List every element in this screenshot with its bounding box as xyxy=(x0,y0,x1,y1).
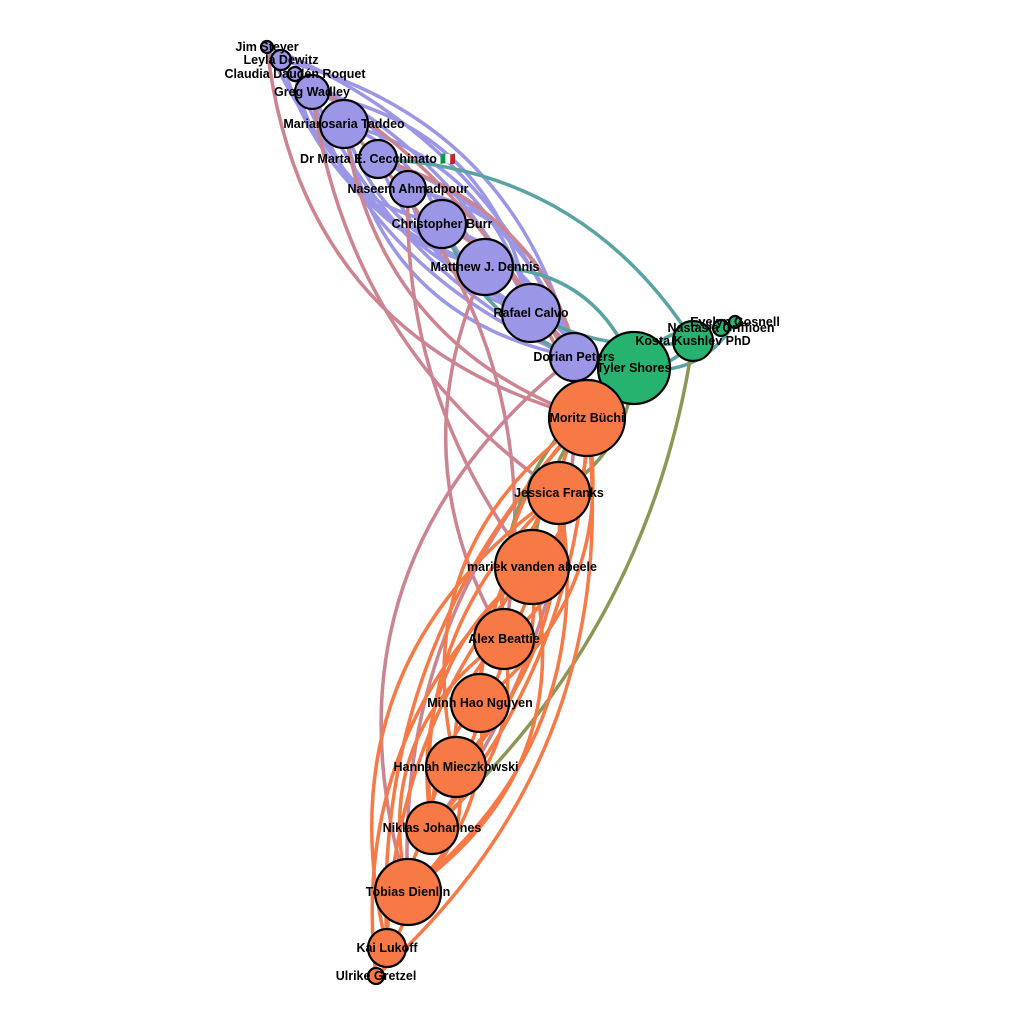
node-label-matthew: Matthew J. Dennis xyxy=(430,260,539,274)
node-alex[interactable] xyxy=(472,607,536,671)
node-label-naseem: Naseem Ahmadpour xyxy=(347,182,468,196)
edge-kostadin-niklas xyxy=(430,339,695,830)
node-minh[interactable] xyxy=(449,672,511,734)
node-label-mariek: mariek vanden abeele xyxy=(467,560,597,574)
node-mariarosaria[interactable] xyxy=(318,98,370,150)
edge-greg-jessica xyxy=(310,90,561,495)
node-layer xyxy=(259,39,743,986)
node-evelyn[interactable] xyxy=(727,314,743,330)
edge-mariek-ulrike xyxy=(370,565,534,978)
node-label-marta: Dr Marta E. Cecchinato 🇮🇹 xyxy=(300,152,456,166)
node-label-hannah: Hannah Mieczkowski xyxy=(393,760,518,774)
edge-mariek-tobias xyxy=(406,565,545,894)
node-label-jessica: Jessica Franks xyxy=(514,486,604,500)
edge-mariarosaria-rafael xyxy=(342,122,533,315)
node-label-ulrike: Ulrike Gretzel xyxy=(336,969,417,983)
node-label-niklas: Niklas Johannes xyxy=(383,821,482,835)
edge-mariarosaria-dorian xyxy=(342,122,576,359)
node-naseem[interactable] xyxy=(388,169,428,209)
node-label-leyla: Leyla Dewitz xyxy=(243,53,318,67)
node-jessica[interactable] xyxy=(526,460,592,526)
edge-layer xyxy=(265,45,737,978)
node-label-minh: Minh Hao Nguyen xyxy=(427,696,533,710)
edge-moritz-ulrike xyxy=(374,416,595,978)
node-mariek[interactable] xyxy=(493,528,571,606)
node-christopher[interactable] xyxy=(416,198,468,250)
node-rafael[interactable] xyxy=(500,282,562,344)
node-label-tobias: Tobias Dienlin xyxy=(366,885,451,899)
node-kai[interactable] xyxy=(366,927,408,969)
node-leyla[interactable] xyxy=(269,48,293,72)
node-label-alex: Alex Beattie xyxy=(468,632,540,646)
node-jim[interactable] xyxy=(259,39,275,55)
node-matthew[interactable] xyxy=(455,237,515,297)
node-label-evelyn: Evelyn Gosnell xyxy=(690,315,780,329)
node-label-kai: Kai Lukoff xyxy=(356,941,418,955)
node-kostadin[interactable] xyxy=(671,319,715,363)
node-nastasia[interactable] xyxy=(711,318,731,338)
edge-dorian-tobias xyxy=(379,355,576,894)
edge-marta-kostadin xyxy=(376,157,695,343)
node-greg[interactable] xyxy=(293,73,331,111)
node-label-moritz: Moritz Büchi xyxy=(550,411,625,425)
edge-alex-tobias xyxy=(397,637,506,894)
node-claudia[interactable] xyxy=(286,65,304,83)
edge-jim-moritz xyxy=(265,45,589,420)
node-tobias[interactable] xyxy=(373,857,443,927)
node-label-nastasia: Nastasia Griffioen xyxy=(668,321,775,335)
node-label-mariarosaria: Mariarosaria Taddeo xyxy=(283,117,405,131)
node-label-tyler: Tyler Shores xyxy=(597,361,672,375)
node-label-dorian: Dorian Peters xyxy=(533,350,614,364)
node-label-christopher: Christopher Burr xyxy=(392,217,493,231)
node-marta[interactable] xyxy=(357,138,399,180)
node-label-jim: Jim Steyer xyxy=(235,40,298,54)
node-hannah[interactable] xyxy=(424,735,488,799)
node-moritz[interactable] xyxy=(547,378,627,458)
node-tyler[interactable] xyxy=(596,330,672,406)
node-label-claudia: Claudia Daudén Roquet xyxy=(225,67,367,81)
node-label-kostadin: Kosta Kushlev PhD xyxy=(635,334,750,348)
node-label-greg: Greg Wadley xyxy=(274,85,350,99)
node-ulrike[interactable] xyxy=(366,966,386,986)
node-dorian[interactable] xyxy=(548,331,600,383)
edge-naseem-mariek xyxy=(405,187,534,569)
node-niklas[interactable] xyxy=(404,800,460,856)
node-label-rafael: Rafael Calvo xyxy=(493,306,568,320)
edge-moritz-hannah xyxy=(442,416,589,769)
edge-mariarosaria-moritz xyxy=(342,122,589,420)
